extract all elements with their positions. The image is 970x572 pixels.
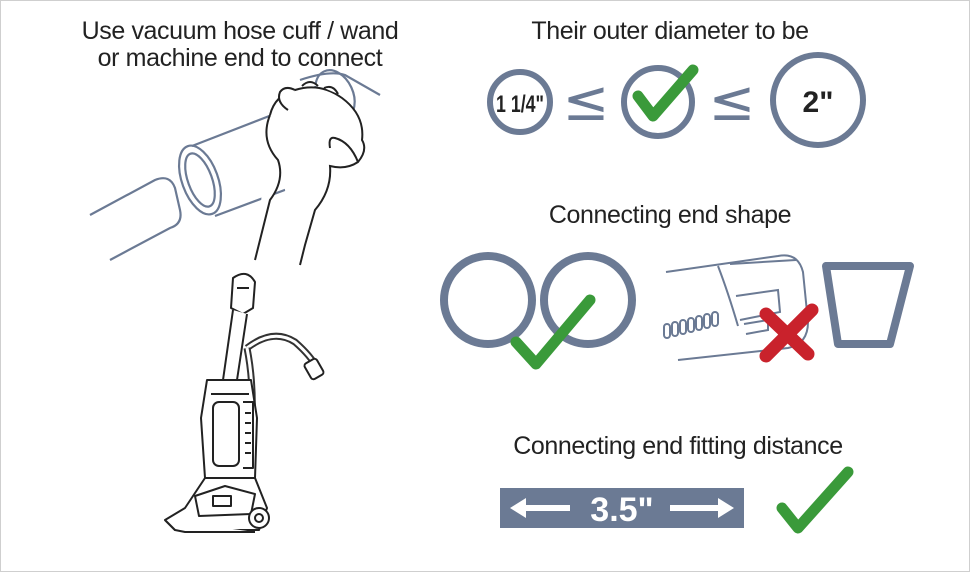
cross-icon (759, 303, 819, 363)
distance-title: Connecting end fitting distance (513, 432, 843, 460)
instruction-line-1: Use vacuum hose cuff / wand (81, 17, 399, 45)
comparator-2: ≤ (709, 69, 756, 134)
mid-diameter-ring (621, 65, 695, 139)
round-ring-2 (540, 252, 636, 348)
diameter-title: Their outer diameter to be (531, 17, 809, 45)
trapezoid-shape (822, 262, 914, 348)
distance-check (776, 466, 854, 534)
comparator-1: ≤ (563, 69, 610, 134)
distance-bar: 3.5" (500, 488, 744, 529)
distance-value: 3.5" (590, 491, 653, 529)
vacuum-cleaner-illustration (164, 272, 325, 533)
min-diameter-label: 1 1/4" (496, 91, 544, 118)
round-ring-1 (440, 252, 536, 348)
min-diameter-ring (487, 69, 553, 135)
arrow-right-icon (670, 498, 734, 518)
shape-title: Connecting end shape (548, 201, 792, 229)
hand-hose-illustration (89, 69, 381, 266)
max-diameter-label: 2" (803, 86, 834, 119)
shape-round-ok (440, 252, 636, 370)
max-diameter-ring (770, 52, 866, 148)
instruction-line-2: or machine end to connect (97, 44, 383, 72)
arrow-left-icon (510, 498, 570, 518)
check-icon (776, 466, 854, 534)
check-icon (632, 64, 699, 122)
diameter-comparison: 1 1/4" ≤ ≤ 2" (487, 52, 866, 148)
shape-flat-bad (663, 254, 914, 363)
check-icon (510, 294, 596, 370)
